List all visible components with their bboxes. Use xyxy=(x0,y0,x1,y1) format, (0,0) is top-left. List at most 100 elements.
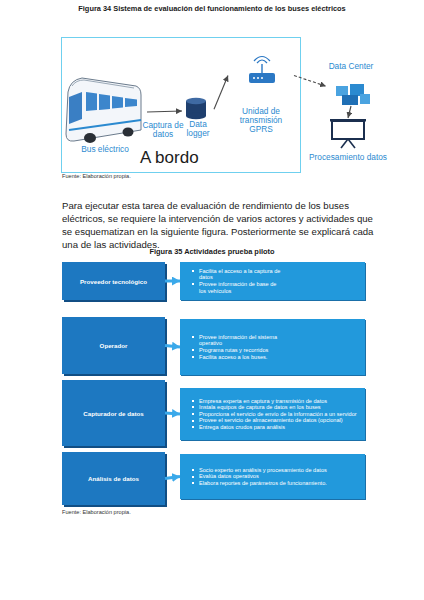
source-note: Fuente: Elaboración propia. xyxy=(62,509,262,515)
bullet-dot xyxy=(192,426,194,428)
bus-illustration xyxy=(66,78,141,143)
server-block xyxy=(360,94,370,104)
bus-windshield xyxy=(69,92,82,124)
icon-label: Bus eléctrico xyxy=(81,145,129,154)
bullet-dot xyxy=(192,283,194,285)
bus-window xyxy=(99,94,110,110)
bullet-text: Programa rutas y recorridos xyxy=(199,347,268,354)
connector-arrow xyxy=(165,280,180,283)
bullet-text: Provee el servicio de almacenamiento de … xyxy=(199,417,343,424)
server-block xyxy=(336,86,348,96)
bullet-text: Empresa experta en captura y transmisión… xyxy=(199,398,327,405)
icon-label: Unidad de transmisión GPRS xyxy=(228,107,294,134)
bus-body xyxy=(66,78,141,141)
bus-window xyxy=(112,96,123,109)
data-logger-node: Data logger xyxy=(182,97,214,138)
router-light xyxy=(253,77,255,79)
bus-wheel xyxy=(84,133,96,143)
actor-box: Capturador de datos xyxy=(62,380,165,446)
connector-arrow xyxy=(165,346,180,348)
bullet-item: Elabora reportes de parámetros de funcio… xyxy=(192,480,342,487)
cylinder-top xyxy=(186,98,206,104)
signal-wave xyxy=(257,60,267,63)
bullet-dot xyxy=(192,270,194,272)
bus-window xyxy=(125,98,137,107)
connector-arrow xyxy=(147,111,182,112)
body-paragraph: Para ejecutar esta tarea de evaluación d… xyxy=(62,199,376,251)
source-note: Fuente: Elaboración propia. xyxy=(62,173,262,179)
bullet-dot xyxy=(192,356,194,358)
bullet-item: Entrega datos crudos para análisis xyxy=(192,424,357,431)
bullet-text: Elabora reportes de parámetros de funcio… xyxy=(199,480,327,487)
activity-box: Provee información del sistema operativo… xyxy=(180,319,365,375)
data-logger-icon xyxy=(186,98,206,119)
router-light xyxy=(257,77,259,79)
gprs-unit-node: Unidad de transmisión GPRS xyxy=(228,56,294,134)
data-center-icon xyxy=(336,84,370,105)
actor-label: Capturador de datos xyxy=(83,410,144,417)
connector-arrow xyxy=(214,76,228,110)
bullet-text: Provee información del sistema operativo xyxy=(199,334,282,347)
connector-arrow xyxy=(294,76,326,87)
bullet-item: Provee información del sistema operativo xyxy=(192,334,282,347)
connector-arrow xyxy=(165,477,180,479)
bus-wheel xyxy=(123,128,134,137)
bullet-text: Proporciona el servicio de envío de la i… xyxy=(199,411,357,418)
frame-label: A bordo xyxy=(140,148,199,168)
router-box xyxy=(249,73,275,83)
onboard-frame: A bordo Bus eléctrico Data logger Unidad de… xyxy=(61,37,301,173)
cylinder-bottom xyxy=(186,113,206,119)
router-light xyxy=(261,77,263,79)
bullet-dot xyxy=(192,482,194,484)
actor-box: Proveedor tecnológico xyxy=(62,262,165,300)
connector-arrow xyxy=(165,413,180,414)
actor-box: Análisis de datos xyxy=(62,452,165,505)
activity-box: Empresa experta en captura y transmisión… xyxy=(180,388,365,440)
bullet-text: Entrega datos crudos para análisis xyxy=(199,424,285,431)
figure-title: Figura 34 Sistema de evaluación del func… xyxy=(40,4,384,13)
bullet-item: Facilita el acceso a la captura de datos xyxy=(192,268,284,281)
signal-wave xyxy=(254,57,270,62)
bullet-dot xyxy=(192,469,194,471)
bullet-item: Proporciona el servicio de envío de la i… xyxy=(192,411,357,418)
router-icon xyxy=(249,57,275,84)
projection-screen-icon xyxy=(330,119,366,148)
bullet-text: Evalúa datos operativos xyxy=(199,473,259,480)
bullet-text: Instala equipos de captura de datos en l… xyxy=(199,404,321,411)
router-antenna xyxy=(261,64,262,73)
icon-label: Procesamiento datos xyxy=(309,153,387,162)
bullet-item: Empresa experta en captura y transmisión… xyxy=(192,398,357,405)
bullet-item: Provee el servicio de almacenamiento de … xyxy=(192,417,357,424)
server-block xyxy=(342,95,358,105)
bullet-item: Facilita acceso a los buses. xyxy=(192,354,282,361)
bullet-item: Instala equipos de captura de datos en l… xyxy=(192,404,357,411)
bullet-text: Socio experto en análisis y procesamient… xyxy=(199,467,327,474)
bullet-text: Provee información de base de los vehícu… xyxy=(199,281,284,294)
bullet-dot xyxy=(192,406,194,408)
actor-box: Operador xyxy=(62,317,165,374)
actor-label: Operador xyxy=(100,342,128,349)
icon-label: Data Center xyxy=(329,62,374,71)
bus-roof xyxy=(72,80,134,88)
bullet-text: Facilita acceso a los buses. xyxy=(199,354,267,361)
bullet-item: Programa rutas y recorridos xyxy=(192,347,282,354)
activity-box: Facilita el acceso a la captura de datos… xyxy=(180,262,365,300)
screen-leg xyxy=(348,139,355,148)
icon-label: Data logger xyxy=(182,120,214,138)
bullet-dot xyxy=(192,413,194,415)
bullet-text: Facilita el acceso a la captura de datos xyxy=(199,268,284,281)
data-center-node: Data Center xyxy=(326,62,376,106)
bullet-dot xyxy=(192,400,194,402)
bullet-item: Provee información de base de los vehícu… xyxy=(192,281,284,294)
bus-window xyxy=(86,92,97,111)
bullet-item: Socio experto en análisis y procesamient… xyxy=(192,467,342,474)
screen-leg xyxy=(341,139,348,148)
actor-label: Análisis de datos xyxy=(88,475,139,482)
figure-title: Figura 35 Actividades prueba piloto xyxy=(40,247,384,256)
bus-node: Bus eléctrico xyxy=(63,70,147,154)
bullet-dot xyxy=(192,476,194,478)
screen-panel xyxy=(332,121,364,139)
bullet-dot xyxy=(192,420,194,422)
bullet-dot xyxy=(192,336,194,338)
